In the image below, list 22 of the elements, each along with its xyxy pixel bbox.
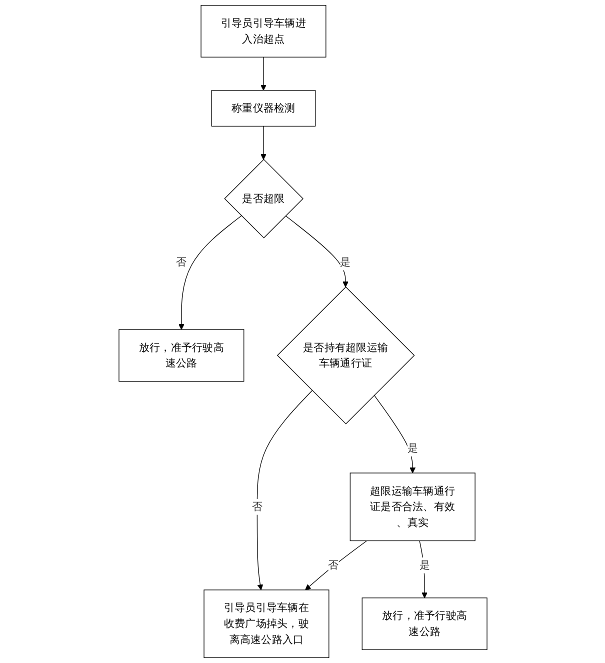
arrow [373, 394, 416, 474]
arrow [178, 215, 242, 330]
arrow [260, 56, 266, 91]
edge-label: 是 [340, 256, 350, 268]
arrow [256, 390, 312, 590]
arrow [418, 540, 427, 598]
edge-label: 否 [176, 256, 186, 268]
node-diamond: 是否超限 [224, 158, 303, 238]
edge-label: 否 [251, 500, 262, 513]
node-box: 放行，准予行驶高速公路 [361, 598, 487, 650]
node-box: 超限运输车辆通行证是否合法、有效、真实 [349, 472, 475, 542]
node-box: 引导员引导车辆进入治超点 [200, 4, 326, 58]
node-box: 引导员引导车辆在收费广场掉头，驶离高速公路入口 [203, 590, 329, 658]
node-box: 称重仪器检测 [210, 90, 316, 127]
edge-label: 是 [418, 558, 430, 572]
arrow [284, 215, 348, 288]
arrow [260, 126, 266, 160]
edge-label: 否 [328, 558, 338, 572]
edge-label: 是 [406, 442, 418, 454]
node-diamond: 是否持有超限运输车辆通行证 [276, 286, 414, 424]
node-box: 放行，准予行驶高速公路 [118, 329, 244, 382]
arrow [304, 540, 367, 590]
